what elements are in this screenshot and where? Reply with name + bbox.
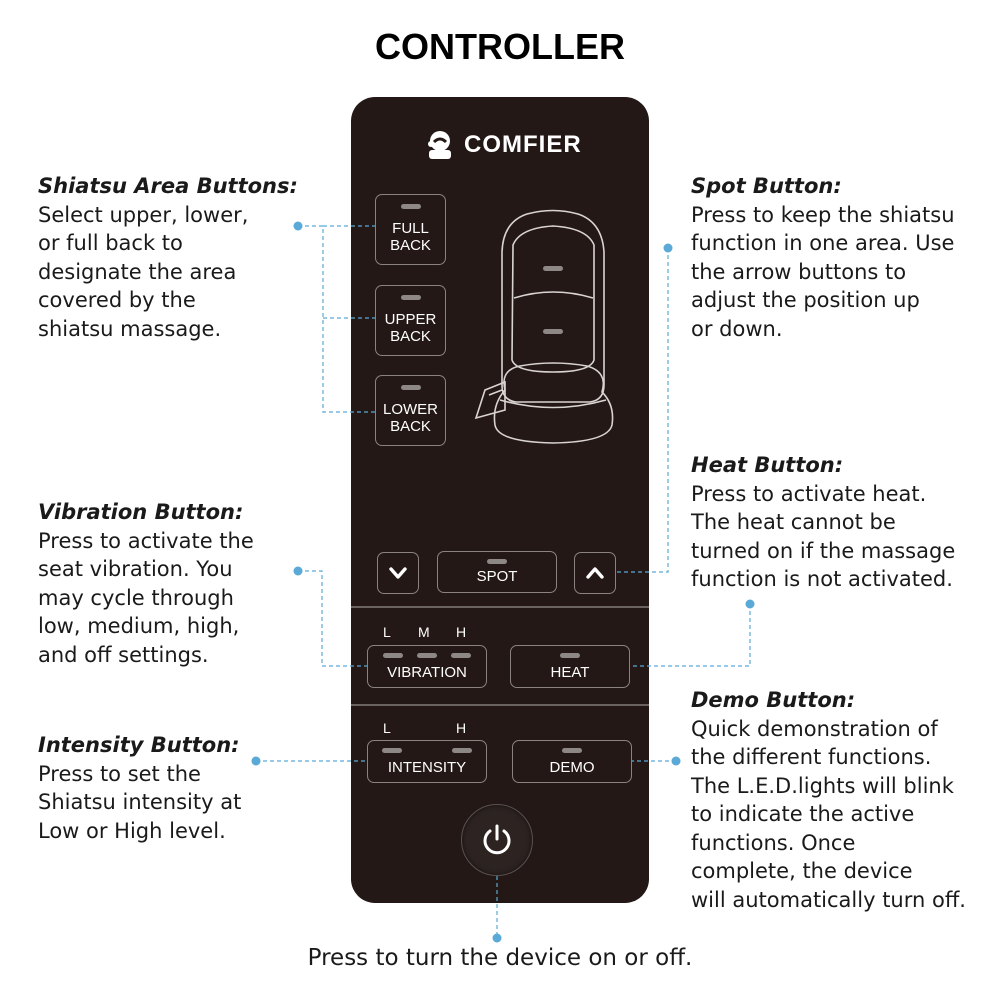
heat-button[interactable]: HEAT bbox=[510, 645, 630, 688]
power-callout-body: Press to turn the device on or off. bbox=[307, 945, 693, 971]
chevron-down-icon bbox=[389, 567, 407, 579]
power-callout: Press to turn the device on or off. bbox=[0, 944, 1000, 973]
full-back-label-line1: FULL bbox=[392, 220, 429, 237]
demo-callout-heading: Demo Button: bbox=[691, 688, 856, 712]
vibration-led-medium bbox=[417, 653, 437, 658]
lower-back-label-line2: BACK bbox=[390, 418, 431, 435]
spot-callout-body: Press to keep the shiatsu function in on… bbox=[691, 202, 955, 341]
vibration-button[interactable]: VIBRATION bbox=[367, 645, 487, 688]
spot-callout: Spot Button: Press to keep the shiatsu f… bbox=[691, 172, 991, 343]
page-title: CONTROLLER bbox=[375, 26, 625, 67]
vibration-callout-heading: Vibration Button: bbox=[38, 500, 244, 524]
brand-name: COMFIER bbox=[464, 131, 582, 158]
heat-callout-body: Press to activate heat. The heat cannot … bbox=[691, 481, 956, 592]
chevron-up-icon bbox=[586, 567, 604, 579]
shiatsu-callout-body: Select upper, lower, or full back to des… bbox=[38, 202, 249, 341]
section-divider-2 bbox=[351, 704, 649, 706]
shiatsu-callout-heading: Shiatsu Area Buttons: bbox=[38, 174, 298, 198]
vibration-led-row bbox=[383, 653, 471, 658]
demo-led bbox=[562, 748, 582, 753]
lower-back-led bbox=[400, 385, 421, 390]
spot-button[interactable]: SPOT bbox=[437, 551, 557, 593]
demo-button[interactable]: DEMO bbox=[512, 740, 632, 783]
lower-back-label-line1: LOWER bbox=[382, 401, 438, 418]
demo-callout: Demo Button: Quick demonstration of the … bbox=[691, 686, 991, 914]
spot-leader-dot bbox=[663, 243, 673, 253]
heat-led bbox=[560, 653, 580, 658]
vibration-level-medium: M bbox=[418, 624, 430, 640]
brand-logo: COMFIER bbox=[426, 128, 582, 162]
upper-back-button[interactable]: UPPER BACK bbox=[375, 285, 446, 356]
intensity-button[interactable]: INTENSITY bbox=[367, 740, 487, 783]
vibration-level-low: L bbox=[383, 624, 391, 640]
heat-callout: Heat Button: Press to activate heat. The… bbox=[691, 451, 991, 594]
vibration-led-high bbox=[451, 653, 471, 658]
intensity-label: INTENSITY bbox=[387, 759, 467, 776]
vibration-callout-body: Press to activate the seat vibration. Yo… bbox=[38, 528, 254, 667]
full-back-button[interactable]: FULL BACK bbox=[375, 194, 446, 265]
intensity-led-low bbox=[382, 748, 402, 753]
demo-callout-body: Quick demonstration of the different fun… bbox=[691, 716, 966, 912]
comfier-logo-icon bbox=[428, 131, 451, 159]
intensity-callout-heading: Intensity Button: bbox=[38, 733, 240, 757]
intensity-led-high bbox=[452, 748, 472, 753]
vibration-led-low bbox=[383, 653, 403, 658]
heat-label: HEAT bbox=[550, 664, 590, 681]
demo-leader-dot bbox=[671, 756, 681, 766]
upper-back-label-line2: BACK bbox=[390, 328, 431, 345]
heat-callout-heading: Heat Button: bbox=[691, 453, 844, 477]
up-arrow-button[interactable] bbox=[574, 552, 616, 594]
spot-led bbox=[487, 559, 507, 564]
upper-back-led bbox=[400, 295, 421, 300]
demo-label: DEMO bbox=[549, 759, 595, 776]
spot-callout-heading: Spot Button: bbox=[691, 174, 842, 198]
vibration-label: VIBRATION bbox=[387, 664, 467, 681]
shiatsu-callout: Shiatsu Area Buttons: Select upper, lowe… bbox=[38, 172, 318, 343]
intensity-led-row bbox=[382, 748, 472, 753]
vibration-level-high: H bbox=[456, 624, 467, 640]
power-leader-dot bbox=[492, 933, 502, 943]
spot-label: SPOT bbox=[476, 568, 518, 585]
power-icon bbox=[483, 824, 511, 855]
vibration-callout: Vibration Button: Press to activate the … bbox=[38, 498, 318, 669]
section-divider bbox=[351, 606, 649, 608]
intensity-level-low: L bbox=[383, 720, 391, 736]
lower-back-button[interactable]: LOWER BACK bbox=[375, 375, 446, 446]
upper-back-label-line1: UPPER bbox=[384, 311, 437, 328]
intensity-level-high: H bbox=[456, 720, 467, 736]
down-arrow-button[interactable] bbox=[377, 552, 419, 594]
intensity-callout-body: Press to set the Shiatsu intensity at Lo… bbox=[38, 761, 242, 843]
intensity-callout: Intensity Button: Press to set the Shiat… bbox=[38, 731, 298, 845]
heat-leader-dot bbox=[745, 599, 755, 609]
power-button[interactable] bbox=[461, 804, 533, 876]
full-back-led bbox=[400, 204, 421, 209]
full-back-label-line2: BACK bbox=[390, 237, 431, 254]
